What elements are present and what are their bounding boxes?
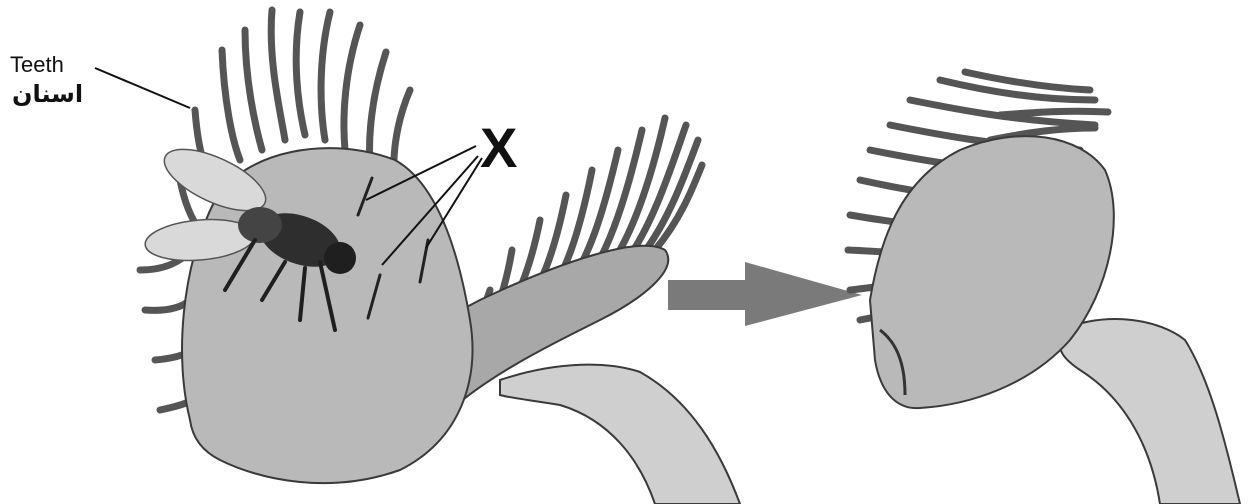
trigger-hair-marker: X xyxy=(480,120,517,176)
teeth-pointer-line xyxy=(95,68,190,108)
open-trap-stem xyxy=(500,365,740,504)
transition-arrow xyxy=(668,262,862,326)
closed-trap-stem xyxy=(1059,319,1240,504)
teeth-label-arabic: اسنان xyxy=(12,80,83,108)
teeth-label: Teeth xyxy=(10,52,64,78)
